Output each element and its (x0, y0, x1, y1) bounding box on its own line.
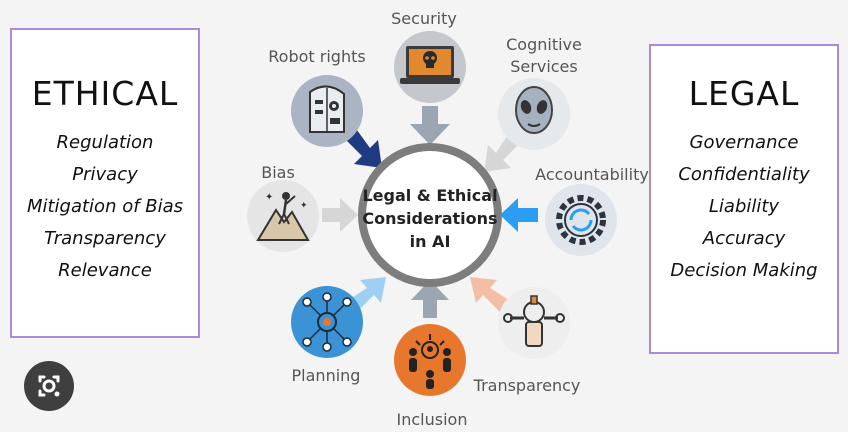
legal-item: Accuracy (702, 228, 786, 249)
robot-head-icon (309, 85, 345, 133)
ethical-title: ETHICAL (31, 74, 179, 113)
inclusion-label: Inclusion (397, 410, 468, 429)
node-transparency: Transparency (473, 287, 581, 395)
mountain-climber-icon: ✦ ✦ (256, 192, 310, 241)
node-inclusion: Inclusion (394, 324, 467, 429)
people-network-icon (409, 334, 451, 389)
arrow-bias (322, 198, 358, 232)
legal-panel: LEGAL Governance Confidentiality Liabili… (649, 44, 839, 354)
ethical-item: Privacy (72, 164, 138, 185)
legal-item: Confidentiality (678, 164, 810, 185)
node-accountability: Accountability (535, 165, 649, 256)
accountability-label: Accountability (535, 165, 649, 184)
arrow-robot-rights (343, 126, 382, 168)
svg-text:✦: ✦ (265, 192, 273, 203)
node-robot-rights: Robot rights (268, 47, 366, 147)
gear-cycle-icon (556, 195, 606, 245)
robot-rights-label: Robot rights (268, 47, 365, 66)
bias-label: Bias (261, 163, 295, 182)
laptop-skull-icon (400, 46, 460, 84)
node-cognitive-services: Cognitive Services (498, 35, 582, 150)
center-line-2: Considerations (362, 209, 497, 228)
lens-button[interactable] (24, 361, 74, 411)
network-people-icon (302, 292, 352, 352)
arrow-accountability (500, 198, 538, 232)
ethical-item: Relevance (58, 260, 152, 281)
alien-head-icon (515, 86, 553, 134)
ethical-list: Regulation Privacy Mitigation of Bias Tr… (12, 127, 198, 287)
google-lens-icon (38, 375, 60, 397)
legal-item: Decision Making (670, 260, 818, 281)
arrow-inclusion (411, 280, 449, 318)
arrow-transparency (470, 277, 512, 313)
svg-text:✦: ✦ (300, 201, 308, 211)
robot-wrench-icon (503, 295, 565, 347)
ethical-panel: ETHICAL Regulation Privacy Mitigation of… (10, 28, 200, 338)
transparency-label: Transparency (473, 376, 581, 395)
node-bias: ✦ ✦ Bias (247, 163, 319, 252)
cognitive-label-line-1: Cognitive (506, 35, 582, 54)
legal-item: Governance (689, 132, 799, 153)
cognitive-label-line-2: Services (510, 57, 577, 76)
node-planning: Planning (291, 286, 363, 385)
legal-title: LEGAL (688, 74, 800, 113)
ethical-item: Transparency (44, 228, 166, 249)
node-security: Security (391, 9, 466, 103)
planning-label: Planning (292, 366, 361, 385)
ethical-item: Regulation (56, 132, 154, 153)
center-line-3: in AI (410, 232, 451, 251)
security-label: Security (391, 9, 457, 28)
center-hub: Legal & Ethical Considerations in AI (358, 143, 502, 287)
legal-item: Liability (708, 196, 780, 217)
ethical-item: Mitigation of Bias (26, 196, 184, 217)
legal-list: Governance Confidentiality Liability Acc… (651, 127, 837, 287)
arrow-security (410, 106, 450, 145)
center-line-1: Legal & Ethical (362, 186, 497, 205)
